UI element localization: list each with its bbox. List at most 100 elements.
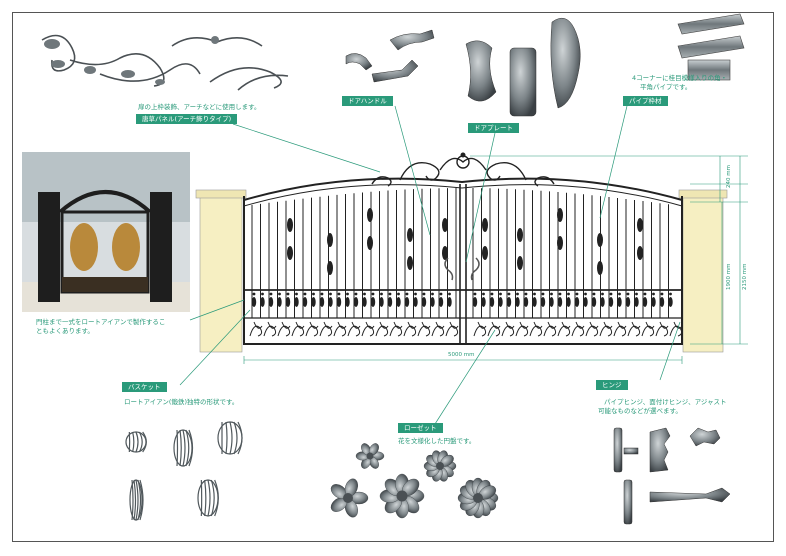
spear-ornament (294, 297, 299, 307)
scroll (449, 321, 459, 329)
spear-ornament (515, 297, 520, 307)
spear-ornament (668, 297, 673, 307)
basket-strand (225, 421, 228, 455)
right-pillar-cap (678, 189, 728, 199)
scroll (365, 321, 375, 329)
rosette-center (366, 452, 374, 460)
bar-ornament (287, 246, 293, 260)
bar-ornament (287, 218, 293, 232)
bar-ornament (517, 228, 523, 242)
collar-ornament (516, 292, 519, 296)
note-hinge-2: 可能なものなどが選べます。 (598, 407, 682, 415)
collar-ornament (618, 292, 621, 296)
gate-ornaments (251, 208, 673, 307)
collar-ornament (405, 292, 409, 296)
note-arabesque: 扉の上枠装飾、アーチなどに使用します。 (138, 103, 261, 111)
spear-ornament (642, 297, 648, 307)
spear-ornament (489, 297, 495, 307)
scroll (281, 321, 291, 329)
collar-ornament (584, 292, 587, 296)
basket-strand (237, 421, 243, 455)
dimension-gate-height: 1900 mm (726, 263, 732, 290)
scroll (393, 321, 403, 329)
collar-ornament (652, 292, 655, 296)
bar-ornament (327, 261, 333, 275)
spear-ornament (574, 297, 580, 307)
spear-ornament (396, 297, 401, 307)
dimension-arch: 240 mm (726, 165, 732, 188)
collar-ornament (643, 292, 647, 296)
basket-strand (142, 431, 147, 453)
door-handle-parts (345, 29, 435, 83)
bar-ornament (597, 233, 603, 247)
spear-ornament (345, 297, 350, 307)
collar-ornament (482, 292, 485, 296)
collar-ornament (397, 292, 400, 296)
leader-lines (179, 105, 681, 425)
spear-ornament (311, 297, 316, 307)
spear-ornament (608, 297, 614, 307)
collar-ornament (337, 292, 341, 296)
note-pipe-2: 平角パイプです。 (640, 83, 692, 91)
collar-ornament (388, 292, 392, 296)
collar-ornament (286, 292, 290, 296)
rosette (379, 473, 425, 519)
basket-strand (138, 431, 143, 453)
collar-ornament (541, 292, 545, 296)
spear-ornament (379, 297, 384, 307)
collar-ornament (380, 292, 383, 296)
note-pillar-1: 門柱まで一式をロートアイアンで製作するこ (36, 318, 166, 326)
spear-ornament (353, 297, 359, 307)
collar-ornament (601, 292, 604, 296)
basket-strand (204, 479, 207, 517)
spear-ornament (523, 297, 529, 307)
basket-strand (176, 429, 179, 467)
basket-strand (135, 431, 139, 453)
scroll (379, 321, 389, 329)
scroll (421, 321, 431, 329)
collar-ornament (320, 292, 324, 296)
dimension-lines (243, 155, 748, 364)
basket-strand (188, 429, 194, 467)
spear-ornament (277, 297, 282, 307)
scroll (547, 321, 557, 329)
collar-ornament (626, 292, 630, 296)
rosette-parts (330, 443, 499, 519)
label-pipe-frame: パイプ枠材 (623, 96, 668, 106)
label-arabesque: 唐草パネル(アーチ飾りタイプ) (136, 114, 238, 124)
rosette (457, 477, 499, 519)
spear-ornament (651, 297, 656, 307)
collar-ornament (669, 292, 672, 296)
spear-ornament (540, 297, 546, 307)
spear-ornament (532, 297, 537, 307)
scroll (295, 321, 305, 329)
spear-ornament (302, 297, 308, 307)
collar-ornament (295, 292, 298, 296)
label-door-handle: ドアハンドル (342, 96, 393, 106)
scroll (575, 321, 585, 329)
scroll (253, 321, 263, 329)
collar-ornament (329, 292, 332, 296)
rosette-center (473, 493, 483, 503)
rosette-center (436, 462, 444, 470)
collar-ornament (312, 292, 315, 296)
left-pillar-cap (195, 189, 247, 199)
collar-ornament (414, 292, 417, 296)
collar-ornament (252, 292, 256, 296)
spear-ornament (268, 297, 274, 307)
arabesque-leaves (44, 36, 219, 85)
bar-ornament (442, 246, 448, 260)
basket-strand (233, 421, 238, 455)
bar-ornament (482, 246, 488, 260)
spear-ornament (421, 297, 427, 307)
spear-ornament (557, 297, 563, 307)
scroll (561, 321, 571, 329)
collar-ornament (473, 292, 477, 296)
basket-strand (214, 479, 219, 517)
door-plate-parts (465, 17, 581, 117)
scroll (477, 321, 487, 329)
label-door-plate: ドアプレート (468, 123, 519, 133)
bar-ornament (597, 261, 603, 275)
spear-ornament (328, 297, 333, 307)
